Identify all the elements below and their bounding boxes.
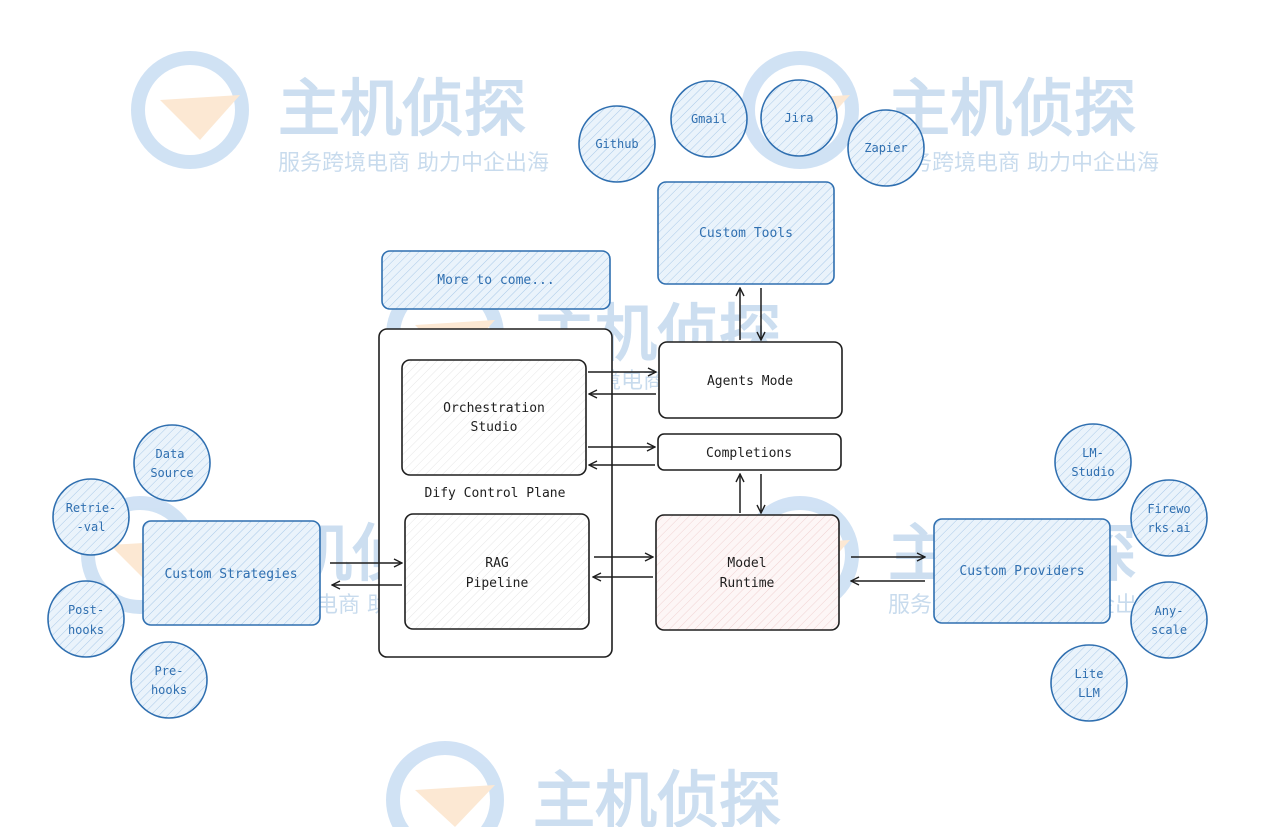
provider-anyscale: Any- scale xyxy=(1130,581,1208,659)
tool-github-label: Github xyxy=(595,137,638,151)
data-source-label-line1: Data xyxy=(156,447,185,461)
provider-lm-studio: LM- Studio xyxy=(1054,423,1132,501)
post-hooks-label-line2: hooks xyxy=(68,623,104,637)
tool-jira: Jira xyxy=(760,79,838,157)
model-runtime-label-line1: Model xyxy=(727,556,766,571)
pre-hooks-label-line1: Pre- xyxy=(155,664,184,678)
rag-label-line1: RAG xyxy=(485,556,509,571)
strategy-pre-hooks: Pre- hooks xyxy=(130,641,208,719)
connector-arrows xyxy=(330,288,925,585)
watermark-top-left: 主机侦探 服务跨境电商 助力中企出海 xyxy=(131,51,549,176)
fireworks-label-line2: rks.ai xyxy=(1147,521,1190,535)
more-to-come-label: More to come... xyxy=(437,273,554,288)
agents-mode-label: Agents Mode xyxy=(707,374,793,389)
tool-gmail-label: Gmail xyxy=(691,112,727,126)
custom-strategies-label: Custom Strategies xyxy=(164,567,297,582)
litellm-label-line2: LLM xyxy=(1078,686,1100,700)
provider-litellm: Lite LLM xyxy=(1050,644,1128,722)
strategy-post-hooks: Post- hooks xyxy=(47,580,125,658)
lm-studio-label-line1: LM- xyxy=(1082,446,1104,460)
watermark-globe-icon xyxy=(131,51,249,169)
tool-zapier: Zapier xyxy=(847,109,925,187)
provider-fireworks: Firewo rks.ai xyxy=(1130,479,1208,557)
pre-hooks-label-line2: hooks xyxy=(151,683,187,697)
model-runtime-box: Model Runtime xyxy=(655,514,840,631)
completions-box: Completions xyxy=(657,433,842,471)
custom-tools-label: Custom Tools xyxy=(699,226,793,241)
watermark-subtitle: 服务跨境电商 助力中企出海 xyxy=(278,151,549,176)
watermark-title: 主机侦探 xyxy=(888,72,1136,145)
anyscale-label-line1: Any- xyxy=(1155,604,1184,618)
tool-zapier-label: Zapier xyxy=(864,141,907,155)
watermark-globe-icon xyxy=(386,741,504,827)
watermark-top-right: 主机侦探 服务跨境电商 助力中企出海 xyxy=(741,51,1159,176)
watermark-bottom: 主机侦探 xyxy=(386,741,781,827)
model-runtime-label-line2: Runtime xyxy=(720,576,775,591)
retrieval-label-line2: -val xyxy=(77,520,106,534)
custom-providers-box: Custom Providers xyxy=(933,518,1111,624)
data-source-label-line2: Source xyxy=(150,466,193,480)
watermark-subtitle: 服务跨境电商 助力中企出海 xyxy=(888,151,1159,176)
lm-studio-label-line2: Studio xyxy=(1071,465,1114,479)
retrieval-label-line1: Retrie- xyxy=(66,501,117,515)
fireworks-label-line1: Firewo xyxy=(1147,502,1190,516)
orchestration-label-line2: Studio xyxy=(471,420,518,435)
watermark-title: 主机侦探 xyxy=(533,764,781,827)
custom-providers-label: Custom Providers xyxy=(959,564,1084,579)
post-hooks-label-line1: Post- xyxy=(68,603,104,617)
control-plane-label: Dify Control Plane xyxy=(425,486,566,501)
litellm-label-line1: Lite xyxy=(1075,667,1104,681)
orchestration-studio-box: Orchestration Studio xyxy=(401,359,587,476)
watermark-title: 主机侦探 xyxy=(278,72,526,145)
more-to-come-box: More to come... xyxy=(381,250,611,310)
rag-pipeline-box: RAG Pipeline xyxy=(404,513,590,630)
custom-tools-box: Custom Tools xyxy=(657,181,835,285)
anyscale-label-line2: scale xyxy=(1151,623,1187,637)
agents-mode-box: Agents Mode xyxy=(658,341,843,419)
tool-github: Github xyxy=(578,105,656,183)
orchestration-label-line1: Orchestration xyxy=(443,401,545,416)
tool-jira-label: Jira xyxy=(785,111,814,125)
tool-gmail: Gmail xyxy=(670,80,748,158)
strategy-data-source: Data Source xyxy=(133,424,211,502)
custom-strategies-box: Custom Strategies xyxy=(142,520,321,626)
rag-label-line2: Pipeline xyxy=(466,576,529,591)
completions-label: Completions xyxy=(706,446,792,461)
strategy-retrieval: Retrie- -val xyxy=(52,478,130,556)
